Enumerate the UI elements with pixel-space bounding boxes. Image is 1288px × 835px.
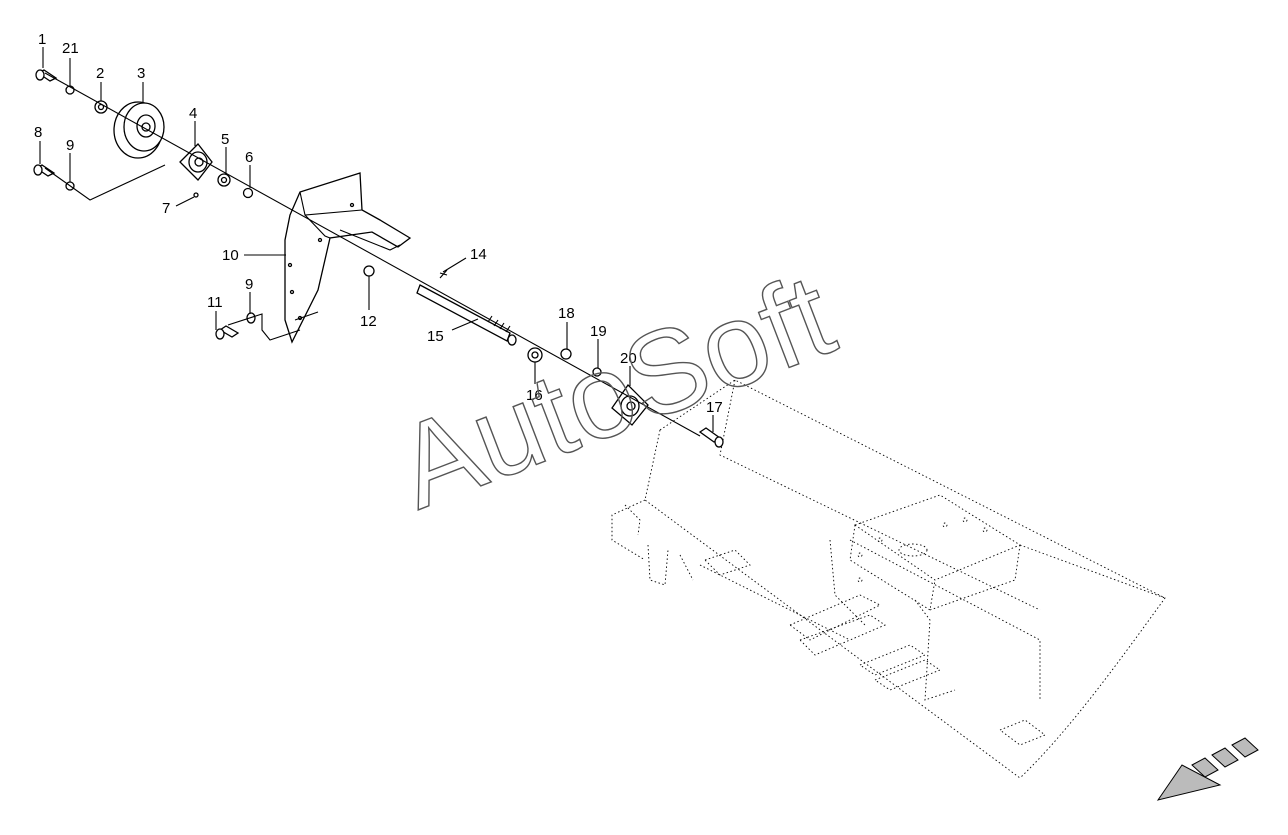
callout-labels: 1 21 2 3 8 9 4 5 6 7 10 14 11 9 12 15 18… [34, 31, 723, 416]
machine-body [611, 379, 1166, 779]
callout-16: 16 [526, 387, 543, 404]
part-10-side-plate [284, 172, 412, 344]
callout-2: 2 [96, 65, 104, 82]
callout-3: 3 [137, 65, 145, 82]
callout-8: 8 [34, 124, 42, 141]
callout-10: 10 [222, 247, 239, 264]
callout-17: 17 [706, 399, 723, 416]
callout-11: 11 [207, 294, 223, 311]
callout-19: 19 [590, 323, 607, 340]
callout-21: 21 [62, 40, 79, 57]
callout-7: 7 [162, 200, 170, 217]
callout-9: 9 [66, 137, 74, 154]
callout-12: 12 [360, 313, 377, 330]
callout-15: 15 [427, 328, 444, 345]
front-direction-arrow-icon [1156, 737, 1259, 801]
watermark: AutoSoft [380, 249, 850, 534]
leader-lines [39, 47, 714, 437]
callout-5: 5 [221, 131, 229, 148]
callout-1: 1 [38, 31, 46, 48]
callout-18: 18 [558, 305, 575, 322]
callout-9b: 9 [245, 276, 253, 293]
callout-4: 4 [189, 105, 197, 122]
callout-6: 6 [245, 149, 253, 166]
callout-14: 14 [470, 246, 487, 263]
callout-20: 20 [620, 350, 637, 367]
